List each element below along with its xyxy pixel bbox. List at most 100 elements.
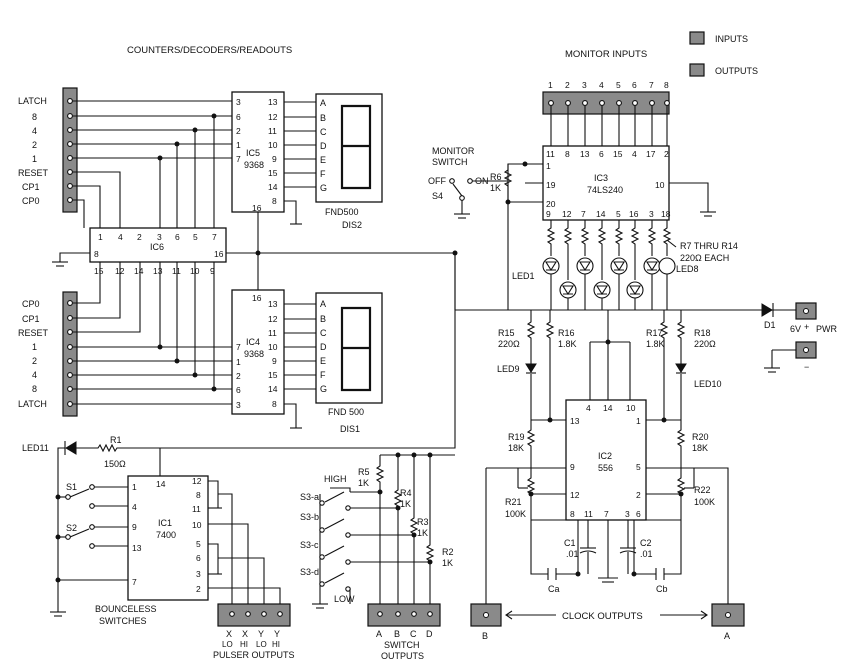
d1-label: D1 bbox=[764, 320, 776, 330]
led9-led10 bbox=[525, 363, 687, 374]
svg-text:HI: HI bbox=[272, 640, 280, 649]
svg-text:14: 14 bbox=[134, 266, 144, 276]
led11-r1-wires bbox=[50, 253, 456, 617]
svg-text:13: 13 bbox=[132, 543, 142, 553]
svg-text:9: 9 bbox=[272, 356, 277, 366]
svg-text:1: 1 bbox=[236, 140, 241, 150]
svg-text:B: B bbox=[394, 629, 400, 639]
ic6-bottom-pins: 15 12 14 13 11 10 9 bbox=[94, 266, 215, 276]
clock-output-arrows bbox=[505, 610, 708, 620]
upper-label-cp0: CP0 bbox=[22, 196, 40, 206]
svg-text:4: 4 bbox=[586, 403, 591, 413]
ic5-chip bbox=[231, 91, 285, 213]
svg-text:2: 2 bbox=[137, 232, 142, 242]
r6-resistor bbox=[503, 164, 513, 202]
pulser-outputs-connector[interactable] bbox=[217, 603, 291, 627]
upper-label-4: 4 bbox=[32, 126, 37, 136]
r6-name: R6 bbox=[490, 172, 502, 182]
r22-name: R22 bbox=[694, 485, 711, 495]
svg-text:CP0: CP0 bbox=[22, 299, 40, 309]
svg-text:6: 6 bbox=[236, 385, 241, 395]
svg-text:5: 5 bbox=[196, 539, 201, 549]
svg-text:13: 13 bbox=[580, 149, 590, 159]
r3-value: 1K bbox=[417, 528, 428, 538]
svg-text:12: 12 bbox=[570, 490, 580, 500]
svg-text:15: 15 bbox=[268, 370, 278, 380]
pulser-outputs-title: PULSER OUTPUTS bbox=[213, 650, 295, 660]
ic5-part: 9368 bbox=[244, 160, 264, 170]
switch-output-terminals bbox=[377, 611, 433, 617]
c2-value: .01 bbox=[640, 549, 653, 559]
svg-text:2: 2 bbox=[636, 490, 641, 500]
svg-text:14: 14 bbox=[268, 384, 278, 394]
ic6-name: IC6 bbox=[150, 242, 164, 252]
svg-text:3: 3 bbox=[236, 400, 241, 410]
monitor-switch-label-1: MONITOR bbox=[432, 146, 475, 156]
svg-text:3: 3 bbox=[649, 209, 654, 219]
svg-text:3: 3 bbox=[582, 80, 587, 90]
lower-connector bbox=[62, 291, 78, 417]
lower-connector-labels: CP0 CP1 RESET 1 2 4 8 LATCH bbox=[18, 299, 49, 409]
svg-text:8: 8 bbox=[272, 196, 277, 206]
svg-text:LO: LO bbox=[256, 640, 267, 649]
svg-text:B: B bbox=[320, 314, 326, 324]
ic6-chip bbox=[89, 227, 227, 263]
svg-text:C: C bbox=[410, 629, 417, 639]
svg-text:19: 19 bbox=[546, 180, 556, 190]
s1-label: S1 bbox=[66, 482, 77, 492]
s1-switch[interactable] bbox=[58, 484, 95, 509]
r17-value: 1.8K bbox=[646, 339, 665, 349]
ic5-left-pins: 3 6 2 1 7 bbox=[236, 97, 241, 164]
r2-value: 1K bbox=[442, 558, 453, 568]
r18-name: R18 bbox=[694, 328, 711, 338]
ic6-top-pins: 1 4 2 3 6 5 7 bbox=[98, 232, 217, 242]
svg-text:7: 7 bbox=[581, 209, 586, 219]
svg-text:14: 14 bbox=[603, 403, 613, 413]
svg-text:C: C bbox=[320, 328, 327, 338]
monitor-input-numbers: 1 2 3 4 5 6 7 8 bbox=[548, 80, 669, 90]
ic3-part: 74LS240 bbox=[587, 185, 623, 195]
svg-text:14: 14 bbox=[268, 182, 278, 192]
svg-text:4: 4 bbox=[599, 80, 604, 90]
s3-labels: S3-a S3-b S3-c S3-d bbox=[300, 492, 319, 577]
r7-r14-value: 220Ω EACH bbox=[680, 253, 729, 263]
svg-text:8: 8 bbox=[570, 509, 575, 519]
r3-name: R3 bbox=[417, 517, 429, 527]
s3-switch-bank[interactable] bbox=[312, 487, 430, 609]
svg-text:6: 6 bbox=[632, 80, 637, 90]
svg-text:2: 2 bbox=[32, 356, 37, 366]
ic3-left-pins: 1 19 20 bbox=[546, 161, 556, 209]
switch-outputs-title-1: SWITCH bbox=[384, 640, 420, 650]
svg-text:5: 5 bbox=[616, 209, 621, 219]
ic4-pin-16: 16 bbox=[252, 293, 262, 303]
svg-text:12: 12 bbox=[268, 314, 278, 324]
svg-text:11: 11 bbox=[584, 509, 593, 519]
dis1-part: FND 500 bbox=[328, 407, 364, 417]
svg-text:D: D bbox=[320, 141, 327, 151]
svg-text:17: 17 bbox=[646, 149, 656, 159]
ic2-bias-wires bbox=[526, 310, 686, 468]
svg-text:7: 7 bbox=[649, 80, 654, 90]
power-pwr-label: PWR bbox=[816, 324, 837, 334]
svg-text:2: 2 bbox=[565, 80, 570, 90]
svg-text:1: 1 bbox=[132, 482, 137, 492]
svg-text:2: 2 bbox=[236, 371, 241, 381]
s4-switch[interactable] bbox=[449, 178, 508, 219]
led1-label: LED1 bbox=[512, 271, 535, 281]
svg-text:2: 2 bbox=[196, 584, 201, 594]
svg-text:S3-c: S3-c bbox=[300, 540, 319, 550]
d1-diode bbox=[761, 303, 774, 317]
svg-text:8: 8 bbox=[565, 149, 570, 159]
bounceless-label-2: SWITCHES bbox=[99, 616, 147, 626]
ic4-right-pins: 13 12 11 10 9 15 14 8 bbox=[268, 299, 278, 409]
svg-text:5: 5 bbox=[636, 462, 641, 472]
switch-outputs-connector[interactable] bbox=[367, 603, 441, 627]
svg-text:5: 5 bbox=[616, 80, 621, 90]
svg-text:G: G bbox=[320, 183, 327, 193]
r21-name: R21 bbox=[505, 497, 522, 507]
svg-text:6: 6 bbox=[196, 553, 201, 563]
svg-text:8: 8 bbox=[196, 490, 201, 500]
r20-name: R20 bbox=[692, 432, 709, 442]
ic2-left-pins: 13 9 12 bbox=[570, 416, 580, 500]
